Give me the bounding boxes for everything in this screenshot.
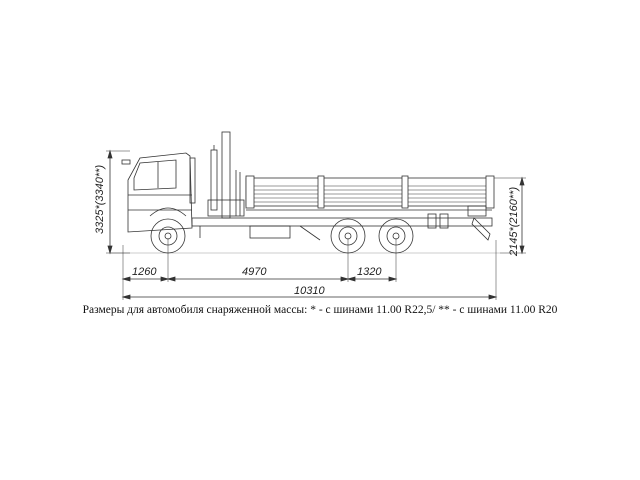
chassis-frame xyxy=(191,217,493,241)
front-wheel xyxy=(150,218,186,254)
rear-axle-spacing-label: 1320 xyxy=(357,266,382,278)
crane xyxy=(207,131,245,219)
wheelbase-label: 4970 xyxy=(242,266,267,278)
overall-length-label: 10310 xyxy=(294,285,325,297)
cargo-platform xyxy=(245,175,495,211)
front-overhang-label: 1260 xyxy=(132,266,157,278)
cab xyxy=(121,152,196,233)
overall-height-label: 3325*(3340**) xyxy=(94,164,106,234)
rear-underride xyxy=(427,205,491,241)
dimensions-caption: Размеры для автомобиля снаряженной массы… xyxy=(82,304,558,316)
rear-wheel-2 xyxy=(378,218,414,254)
rear-wheel-1 xyxy=(330,218,366,254)
platform-height-label: 2145*(2160**) xyxy=(508,186,520,256)
